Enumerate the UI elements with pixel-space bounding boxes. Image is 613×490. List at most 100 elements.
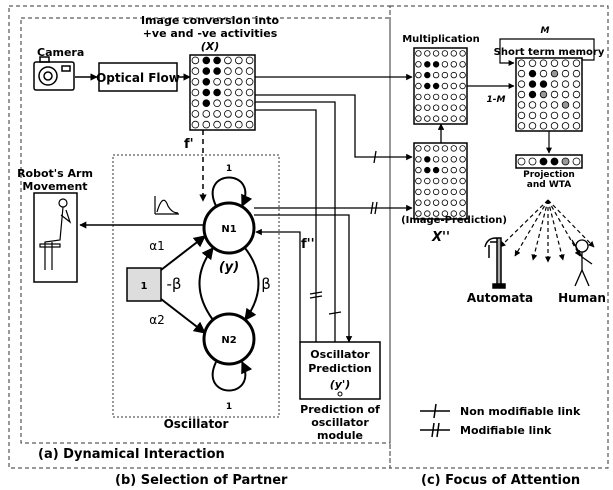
- image-conversion-title-2: +ve and -ve activities: [143, 27, 278, 40]
- robot-arm-label-2: Movement: [22, 180, 87, 193]
- grid-neuron: [550, 69, 559, 78]
- camera-label: Camera: [37, 46, 84, 59]
- automata-label: Automata: [467, 291, 533, 305]
- grid-neuron: [459, 82, 466, 90]
- grid-neuron: [441, 115, 449, 122]
- pred-module-label-3: module: [317, 429, 363, 442]
- grid-neuron: [441, 71, 449, 79]
- n2-loop-weight: 1: [226, 402, 232, 412]
- grid-neuron: [432, 199, 440, 206]
- grid-neuron: [459, 104, 466, 111]
- alpha1-label: α1: [149, 239, 165, 253]
- grid-neuron: [459, 61, 466, 68]
- grid-neuron: [517, 101, 526, 109]
- grid-neuron: [424, 104, 431, 111]
- grid-neuron: [459, 93, 466, 101]
- grid-neuron: [415, 93, 422, 101]
- y-prime-dot: [337, 391, 343, 397]
- grid-neuron: [415, 199, 422, 206]
- grid-neuron: [415, 177, 422, 185]
- one-minus-m-label: 1-M: [487, 95, 506, 105]
- image-prediction-label: (Image-Prediction): [401, 215, 507, 226]
- grid-neuron: [424, 188, 431, 196]
- n2-self-loop: [211, 360, 253, 392]
- grid-neuron: [424, 61, 431, 68]
- grid-neuron: [415, 166, 422, 174]
- legend-non-modifiable-mark: [433, 403, 437, 419]
- osc-pred-label-1: Oscillator: [310, 348, 370, 361]
- grid-neuron: [550, 90, 559, 99]
- grid-neuron: [224, 110, 232, 118]
- grid-neuron: [245, 56, 254, 65]
- grid-neuron: [441, 156, 449, 163]
- attention-rays: [499, 199, 595, 263]
- grid-neuron: [572, 111, 581, 120]
- grid-neuron: [432, 50, 440, 57]
- grid-neuron: [561, 111, 570, 120]
- grid-frame: [413, 47, 468, 125]
- grid-neuron: [432, 177, 440, 185]
- optical-flow-box: [98, 62, 178, 92]
- grid-neuron: [441, 177, 449, 185]
- grid-neuron: [224, 78, 232, 86]
- grid-neuron: [424, 210, 431, 217]
- multiplication-label: Multiplication: [402, 34, 480, 45]
- legend: Non modifiable link Modifiable link: [420, 403, 581, 438]
- grid-neuron: [528, 69, 537, 78]
- grid-neuron: [572, 59, 581, 67]
- grid-neuron: [450, 104, 457, 111]
- grid-neuron: [550, 157, 559, 166]
- grid-neuron: [459, 177, 466, 185]
- grid-neuron: [415, 145, 422, 152]
- grid-neuron: [415, 104, 422, 111]
- grid-neuron: [550, 80, 559, 88]
- grid-neuron: [191, 56, 200, 65]
- n1-to-xpp-mod-mark-1: [370, 201, 374, 215]
- grid-neuron: [224, 120, 232, 129]
- grid-neuron: [415, 61, 422, 68]
- grid-neuron: [432, 145, 440, 152]
- grid-neuron: [415, 50, 422, 57]
- grid-neuron: [561, 69, 570, 78]
- pred-nonmod-mark: [328, 311, 342, 315]
- grid-multiplication: [413, 47, 468, 125]
- grid-neuron: [202, 88, 211, 97]
- grid-neuron: [450, 50, 457, 57]
- projection-label-2: and WTA: [527, 180, 571, 190]
- grid-neuron: [432, 61, 440, 68]
- robot-arm-figure: [39, 198, 72, 270]
- y-prime-label: (y'): [330, 378, 351, 391]
- constant-input-box: [126, 267, 162, 302]
- const-to-n1-link: [160, 235, 206, 271]
- grid-neuron: [517, 111, 526, 120]
- grid-neuron: [224, 56, 232, 65]
- grid-neuron: [450, 145, 457, 152]
- grid-neuron: [415, 82, 422, 90]
- n1-to-n2-beta: [244, 247, 260, 321]
- grid-neuron: [572, 157, 581, 166]
- grid-neuron: [539, 69, 548, 78]
- grid-neuron: [424, 82, 431, 90]
- section-selection-of-partner: (b) Selection of Partner: [115, 473, 288, 488]
- human-figure: [571, 239, 593, 287]
- grid-frame: [189, 54, 256, 131]
- grid-neuron: [245, 88, 254, 97]
- grid-neuron: [191, 120, 200, 129]
- grid-neuron: [441, 93, 449, 101]
- grid-image-x: [189, 54, 256, 131]
- grid-neuron: [539, 90, 548, 99]
- grid-neuron: [459, 115, 466, 122]
- grid-neuron: [235, 99, 243, 107]
- grid-neuron: [572, 80, 581, 88]
- grid-neuron: [245, 99, 254, 107]
- grid-neuron: [528, 157, 537, 166]
- optical-flow-label: Optical Flow: [96, 71, 180, 85]
- grid-neuron: [424, 199, 431, 206]
- grid-neuron: [572, 101, 581, 109]
- grid-neuron: [235, 88, 243, 97]
- grid-neuron: [415, 115, 422, 122]
- grid-neuron: [191, 99, 200, 107]
- legend-modifiable-mark-2: [436, 422, 440, 438]
- grid-neuron: [450, 177, 457, 185]
- grid-neuron: [517, 69, 526, 78]
